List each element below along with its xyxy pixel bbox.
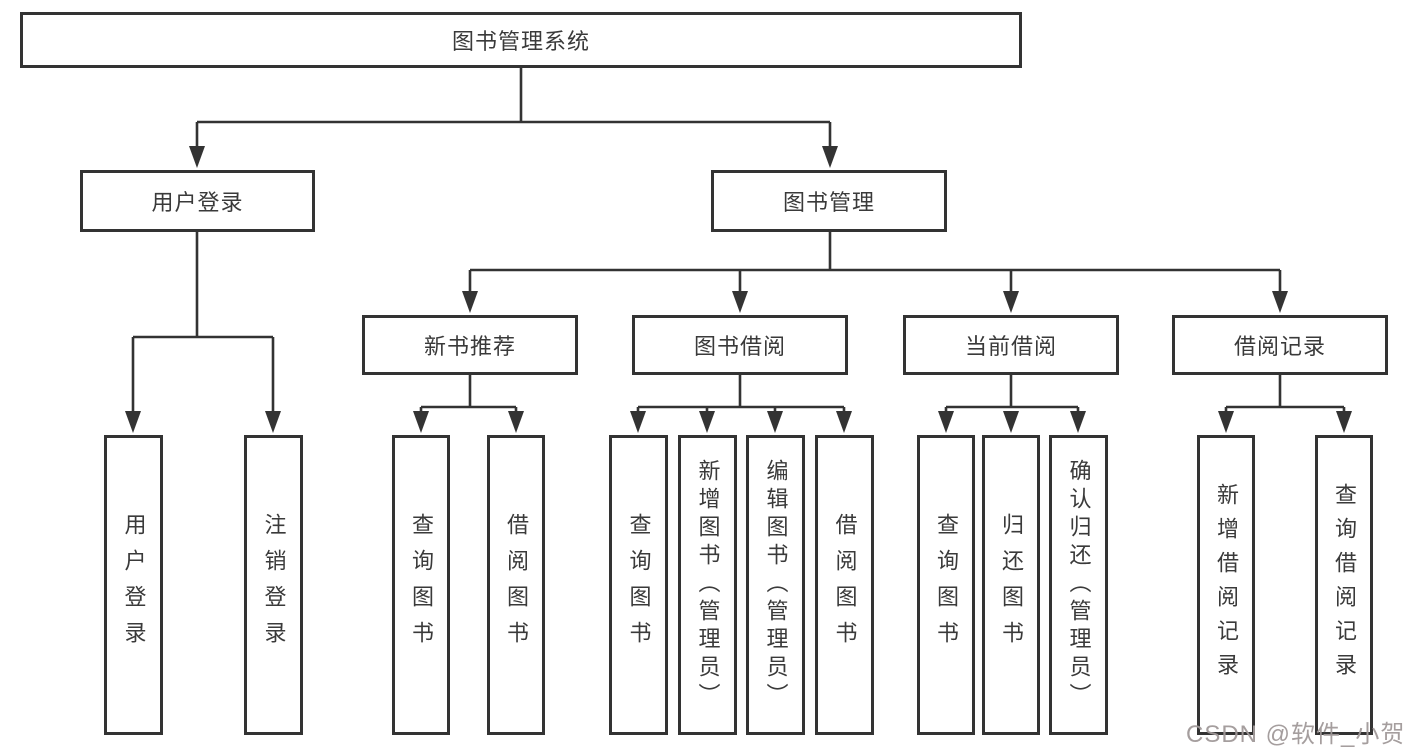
leaf-add-books-admin: 新增图书（管理员） [678, 435, 737, 735]
node-current-borrow: 当前借阅 [903, 315, 1119, 375]
leaf-confirm-return-admin: 确认归还（管理员） [1049, 435, 1108, 735]
csdn-watermark: CSDN @软件_小贺同学 [1186, 721, 1405, 747]
leaf-query-books-1: 查询图书 [392, 435, 450, 735]
leaf-query-borrow-record: 查询借阅记录 [1315, 435, 1373, 735]
leaf-borrow-books-2: 借阅图书 [815, 435, 874, 735]
leaf-add-borrow-record: 新增借阅记录 [1197, 435, 1255, 735]
leaf-logout: 注销登录 [244, 435, 303, 735]
leaf-query-books-3: 查询图书 [917, 435, 975, 735]
node-borrow-records: 借阅记录 [1172, 315, 1388, 375]
leaf-return-books: 归还图书 [982, 435, 1040, 735]
leaf-edit-books-admin: 编辑图书（管理员） [746, 435, 805, 735]
node-book-management: 图书管理 [711, 170, 947, 232]
node-book-borrow: 图书借阅 [632, 315, 848, 375]
leaf-user-login: 用户登录 [104, 435, 163, 735]
node-root-library-system: 图书管理系统 [20, 12, 1022, 68]
leaf-query-books-2: 查询图书 [609, 435, 668, 735]
node-user-login: 用户登录 [80, 170, 315, 232]
leaf-borrow-books-1: 借阅图书 [487, 435, 545, 735]
node-new-book-recommend: 新书推荐 [362, 315, 578, 375]
